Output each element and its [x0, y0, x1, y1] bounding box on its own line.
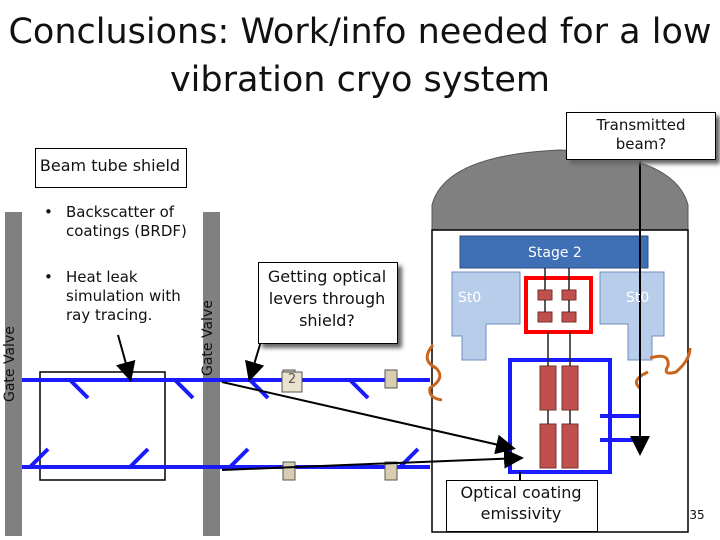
gate-valve-right [203, 212, 220, 536]
bullet-backscatter: • Backscatter of coatings (BRDF) [44, 203, 206, 241]
optical-coating-box [446, 480, 598, 532]
st0-left [451, 271, 521, 361]
tube-post-3 [282, 461, 296, 481]
tube-post-2 [384, 369, 398, 389]
stage-2-plate [459, 235, 649, 269]
gate-valve-left-label: Gate Valve [2, 326, 18, 402]
cryostat-vessel [431, 229, 689, 533]
cryostat-dome [431, 149, 689, 231]
page-title: Conclusions: Work/info needed for a low … [8, 12, 712, 100]
beam-tube-lines [22, 378, 430, 469]
callout-arrows [116, 158, 650, 471]
bullet-backscatter-text: Backscatter of coatings (BRDF) [66, 203, 187, 240]
bullet-dot: • [44, 203, 53, 221]
small-box-label: 2 [287, 372, 297, 387]
transmitted-beam-label: Transmitted beam? [596, 116, 686, 153]
cable-left [425, 344, 443, 402]
page-number: 35 [689, 508, 705, 522]
stage-2-label: Stage 2 [528, 245, 582, 261]
bullet-heat-leak: • Heat leak simulation with ray tracing. [44, 268, 198, 325]
bullet-dot: • [44, 268, 53, 286]
cable-right [634, 347, 692, 390]
optical-levers-label: Getting optical levers through shield? [267, 267, 387, 330]
beam-tube-shield-label-box [35, 148, 187, 188]
suspension-wires [544, 268, 571, 424]
bullet-heat-leak-text: Heat leak simulation with ray tracing. [66, 268, 181, 324]
tube-post-4 [384, 461, 398, 481]
transmitted-beam-box [566, 112, 716, 160]
st0-right-label: St0 [626, 290, 650, 306]
suspension-blocks [537, 289, 579, 469]
beam-tube-shield-box [39, 371, 166, 481]
highlight-box [524, 276, 593, 334]
inner-stage-box [508, 358, 612, 474]
small-label-box [281, 371, 303, 393]
gate-valve-right-label: Gate Valve [200, 300, 216, 376]
st0-right [599, 271, 665, 361]
gate-valve-left [5, 212, 22, 536]
beam-tube-shield-label: Beam tube shield [39, 156, 181, 175]
optical-coating-label: Optical coating emissivity [460, 483, 582, 523]
optical-levers-box [258, 262, 398, 344]
st0-left-label: St0 [458, 290, 482, 306]
